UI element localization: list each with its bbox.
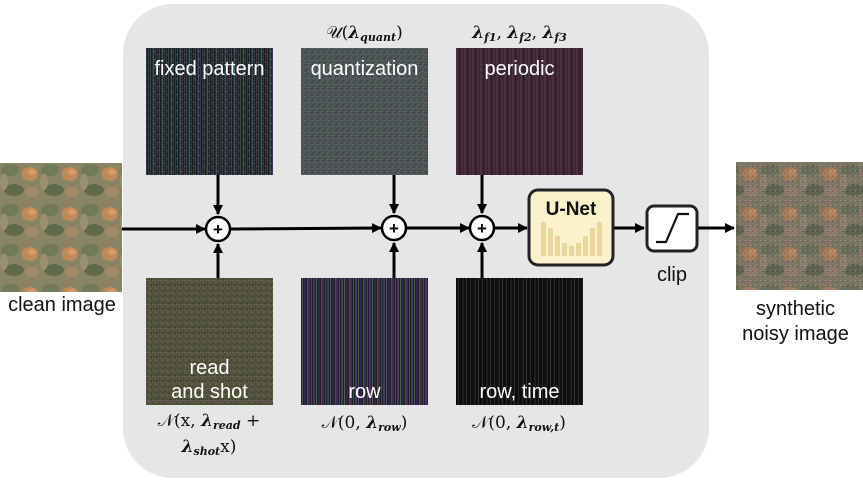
read-shot-label-line2: and shot	[171, 381, 248, 403]
svg-text:+: +	[213, 220, 223, 239]
clip-block	[645, 204, 699, 253]
read-shot-noise-tile	[146, 278, 273, 405]
svg-text:U-Net: U-Net	[546, 199, 597, 220]
synthetic-noisy-image	[736, 162, 863, 290]
periodic-parameters: λf1, λf2, λf3	[472, 23, 567, 44]
read-shot-distribution-line1: 𝒩(x, λread +	[157, 411, 261, 432]
periodic-noise-tile	[456, 48, 583, 175]
synthetic-label-line1: synthetic	[756, 298, 835, 320]
row-time-label: row, time	[479, 381, 560, 403]
svg-text:+: +	[389, 219, 399, 238]
clean-image	[0, 163, 122, 292]
unet-block: U-Net	[527, 188, 615, 267]
quantization-noise-tile	[301, 48, 428, 175]
clean-image-label: clean image	[8, 294, 116, 316]
clip-label: clip	[656, 264, 687, 286]
unet-architecture-icon	[541, 222, 602, 256]
periodic-label: periodic	[484, 58, 555, 80]
arrow-sum1-to-sum2	[230, 223, 382, 234]
quantization-distribution: 𝒰(λquant)	[326, 23, 403, 44]
fixed-pattern-noise-tile	[146, 48, 273, 175]
read-shot-label-line1: read	[189, 357, 230, 379]
synthetic-label-line2: noisy image	[742, 323, 849, 345]
row-time-noise-tile	[456, 278, 583, 405]
fixed-pattern-label: fixed pattern	[154, 58, 265, 80]
clip-function-icon	[656, 212, 689, 244]
row-time-distribution: 𝒩(0, λrow,t)	[472, 413, 566, 434]
row-distribution: 𝒩(0, λrow)	[321, 413, 408, 434]
sum-node-2: +	[380, 214, 408, 242]
quantization-label: quantization	[310, 58, 419, 80]
sum-node-1: +	[204, 215, 232, 243]
svg-text:+: +	[477, 219, 487, 238]
row-label: row	[348, 381, 381, 403]
sum-node-3: +	[468, 214, 496, 242]
row-noise-tile	[301, 278, 428, 405]
read-shot-distribution-line2: λshotx)	[181, 437, 237, 458]
